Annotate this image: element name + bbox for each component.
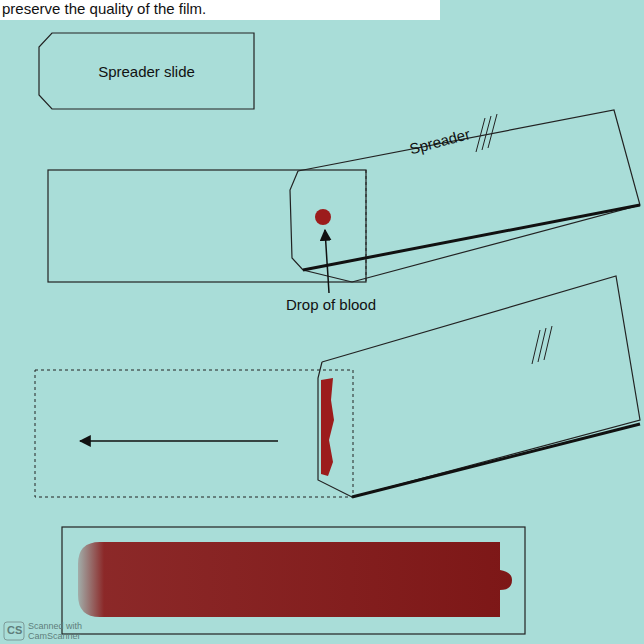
page-strip xyxy=(0,0,440,20)
watermark: CS xyxy=(7,624,22,636)
spreader-slide: Spreader slide xyxy=(38,32,255,110)
slide-label: Spreader slide xyxy=(98,63,195,80)
blood-drop xyxy=(315,209,331,225)
page-text: preserve the quality of the film. xyxy=(2,1,206,18)
slide-with-drop xyxy=(48,110,640,293)
slide-spreading xyxy=(35,276,640,497)
leader-arrow xyxy=(325,230,329,293)
watermark: Scanned with CamScanner xyxy=(28,622,98,642)
spreader-label: Spreader xyxy=(408,126,472,158)
finished-smear xyxy=(62,527,525,634)
direction-arrow xyxy=(80,440,278,442)
watermark-box xyxy=(4,622,24,640)
callout-label: Drop of blood xyxy=(286,297,376,314)
slide-outline-path xyxy=(39,33,254,109)
